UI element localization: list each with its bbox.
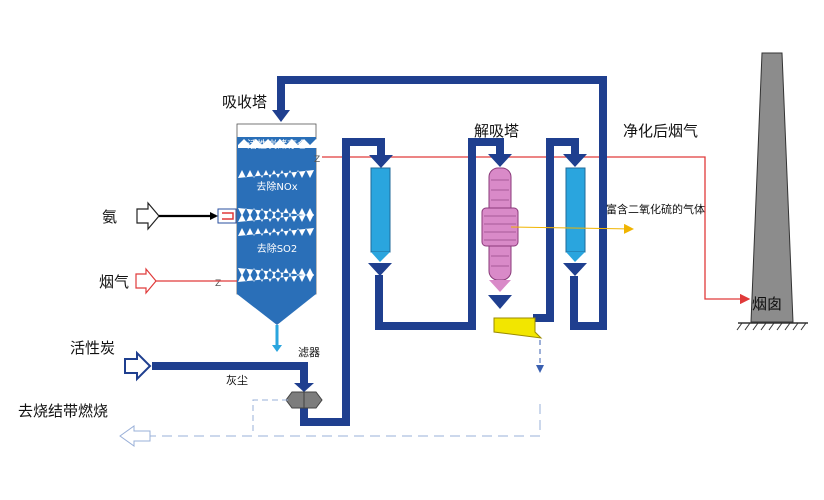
yellow-hopper <box>493 317 543 339</box>
to-sinter-arrow <box>119 425 151 447</box>
absorber-label: 吸收塔 <box>222 93 267 111</box>
right-vessel <box>563 167 587 276</box>
conveyor-system <box>152 76 607 426</box>
so2-rich-gas-label: 富含二氧化硫的气体 <box>606 202 705 216</box>
absorber-tower: 活性炭储存仓 去除NOx 去除SO2 Z Z <box>215 123 320 352</box>
return-dust-line <box>145 404 541 437</box>
dust-label: 灰尘 <box>226 373 248 387</box>
svg-text:Z: Z <box>215 279 221 289</box>
filter <box>285 391 323 409</box>
ammonia-label: 氨 <box>102 208 117 226</box>
stack <box>736 52 808 331</box>
so2-gas-arrow <box>510 223 634 234</box>
filter-label: 滤器 <box>298 346 320 359</box>
stack-label: 烟囱 <box>752 295 782 313</box>
clean-gas-line <box>322 156 751 305</box>
ammonia-arrow <box>136 201 160 231</box>
to-sinter-label: 去烧结带燃烧 <box>18 402 108 420</box>
flue-gas-label: 烟气 <box>99 273 129 291</box>
remove-so2-label: 去除SO2 <box>257 242 298 255</box>
activated-carbon-label: 活性炭 <box>70 339 115 357</box>
flue-gas-arrow <box>135 267 157 295</box>
activated-carbon-arrow <box>124 350 152 382</box>
desorber-tower <box>481 167 543 339</box>
remove-nox-label: 去除NOx <box>256 180 297 193</box>
carbon-storage-label: 活性炭储存仓 <box>247 138 307 151</box>
left-vessel <box>368 167 392 276</box>
desorber-label: 解吸塔 <box>474 122 519 140</box>
filter-dust-line <box>252 399 288 434</box>
clean-gas-label: 净化后烟气 <box>623 122 698 140</box>
svg-text:Z: Z <box>314 155 320 165</box>
